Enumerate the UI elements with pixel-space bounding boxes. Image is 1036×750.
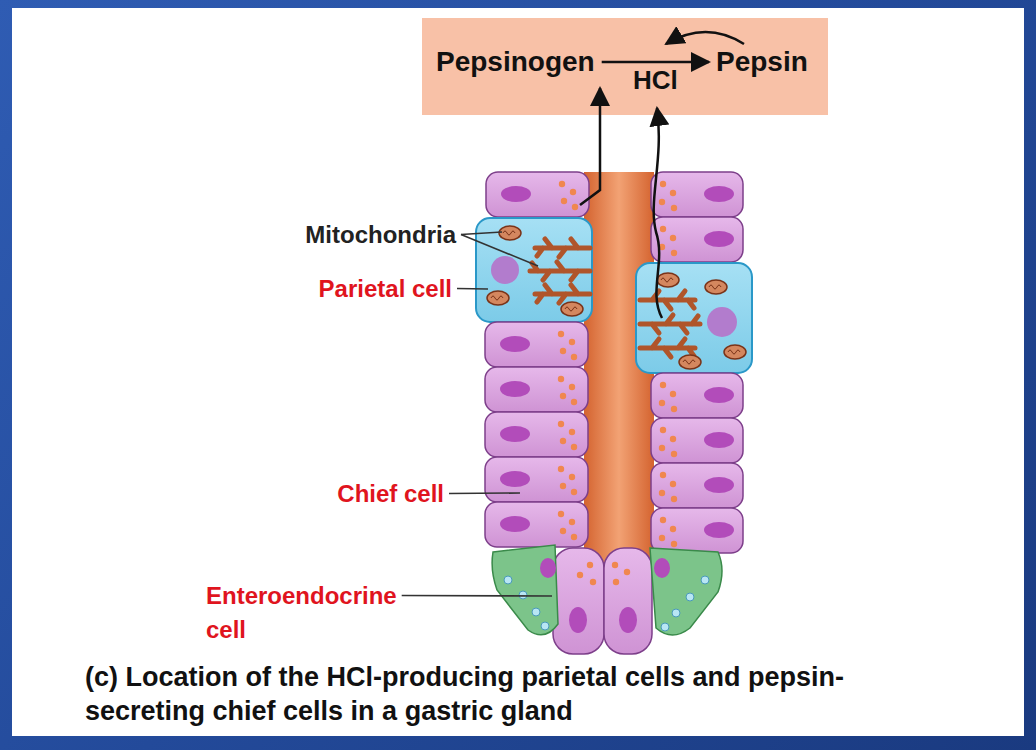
cell-label: Enteroendocrine cell (206, 579, 421, 647)
leader-line (402, 595, 552, 597)
leader-line (461, 235, 538, 267)
cell-label: Parietal cell (319, 272, 452, 306)
molecule-name: Pepsin (716, 46, 808, 78)
leader-line (457, 288, 488, 290)
reaction-arrow (602, 61, 709, 64)
leader-line (461, 232, 502, 235)
molecule-node: Pepsinogen (432, 44, 599, 80)
structure-label: Mitochondria (305, 218, 456, 252)
catalyst-label: HCl (633, 66, 678, 94)
cell-label: Chief cell (337, 477, 444, 511)
figure-caption: (c) Location of the HCl-producing pariet… (85, 660, 955, 728)
molecule-node: Pepsin (712, 44, 812, 80)
leader-line (449, 492, 520, 494)
molecule-name: Pepsinogen (436, 46, 595, 78)
